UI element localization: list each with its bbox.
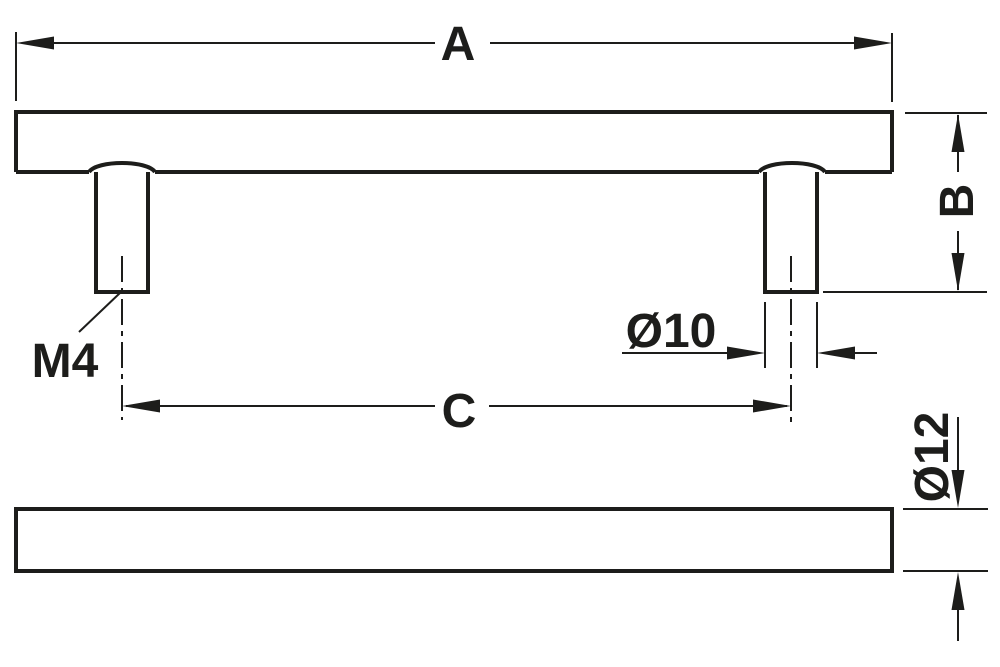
dim-b-label: B [931,184,984,219]
dimension-a: A [15,18,893,102]
thread-callout: M4 [32,291,122,388]
dia12-label: Ø12 [906,412,959,503]
right-post-fillet [757,161,827,174]
dim-c-label: C [442,385,477,438]
handle-bar-outline [14,110,894,172]
profile-bar-outline [14,507,894,573]
dim-b-arrow-up-icon [951,114,965,152]
dimension-post-diameter: Ø10 [622,302,877,368]
dim-c-arrow-right-icon [753,399,791,413]
dia12-arrow-down-icon [951,470,965,508]
dia10-arrow-left-icon [817,346,855,360]
profile-view [14,507,894,573]
m4-leader-line [78,291,122,333]
dia10-label: Ø10 [626,305,717,358]
dim-c-arrow-left-icon [122,399,160,413]
dim-a-arrow-left-icon [16,36,54,50]
m4-label: M4 [32,335,99,388]
dimension-b: B [823,112,987,293]
dia12-arrow-up-icon [951,572,965,610]
dimension-bar-diameter: Ø12 [903,412,988,641]
left-post-fillet [87,161,157,174]
front-view [14,110,894,422]
dim-a-label: A [441,18,476,71]
dim-b-arrow-down-icon [951,253,965,291]
dimension-c: C [122,385,791,438]
dim-a-arrow-right-icon [854,36,892,50]
dia10-arrow-right-icon [727,346,765,360]
